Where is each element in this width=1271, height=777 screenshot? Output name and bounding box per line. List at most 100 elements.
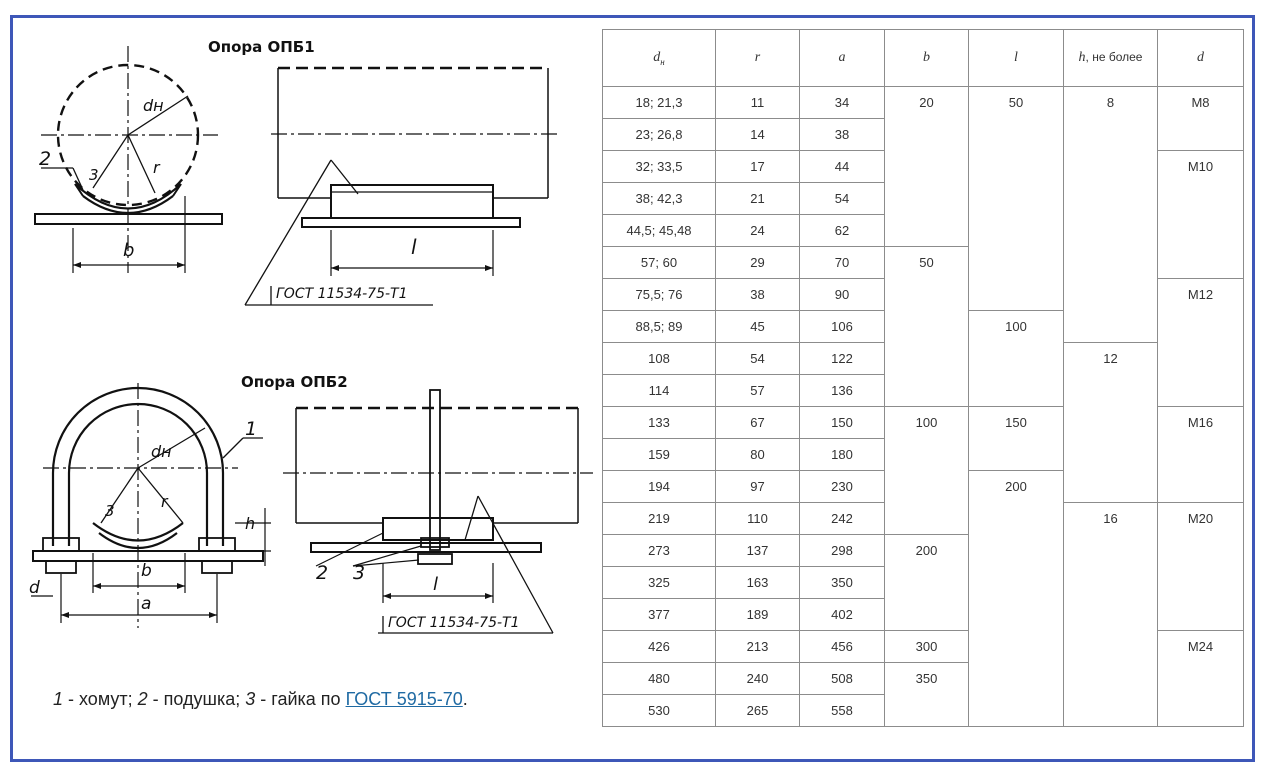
cell-r: 57 — [715, 374, 800, 407]
cell-d: М20 — [1157, 502, 1244, 631]
table-row: 219 110 242 16 М20 — [602, 502, 1244, 727]
cell-dn: 273 — [602, 534, 716, 567]
dimensions-table: dн r a b l h, не более d 18; 21,3 11 34 … — [602, 29, 1244, 727]
gost-5915-link[interactable]: ГОСТ 5915-70 — [345, 689, 463, 709]
technical-drawing: Опора ОПБ1 Опора ОПБ2 dн r 3 2 b l ГОСТ … — [13, 18, 613, 759]
cell-a: 122 — [799, 342, 885, 375]
opb2-title: Опора ОПБ2 — [241, 373, 348, 391]
opb2-one-label: 1 — [245, 418, 258, 440]
opb2-three-label: 3 — [105, 502, 115, 520]
opb1-l-label: l — [411, 235, 417, 259]
cell-a: 62 — [799, 214, 885, 247]
cell-l: 100 — [968, 310, 1064, 407]
caption-end: . — [462, 689, 468, 709]
table-row: 133 67 150 100 150 М16 — [602, 406, 1244, 535]
cell-d: М8 — [1157, 86, 1244, 151]
cell-b: 50 — [884, 246, 969, 407]
header-l: l — [968, 29, 1064, 87]
cell-a: 402 — [799, 598, 885, 631]
cell-r: 265 — [715, 694, 800, 727]
header-r: r — [715, 29, 800, 87]
cell-d: М24 — [1157, 630, 1244, 727]
cell-b: 200 — [884, 534, 969, 631]
cell-dn: 18; 21,3 — [602, 86, 716, 119]
legend-caption: 1 - хомут; 2 - подушка; 3 - гайка по ГОС… — [53, 689, 468, 710]
caption-num-2: 2 — [137, 689, 148, 709]
caption-text-1: - хомут; — [63, 689, 138, 709]
table-row: 426 213 456 300 М24 — [602, 630, 1244, 727]
cell-r: 54 — [715, 342, 800, 375]
cell-d: М16 — [1157, 406, 1244, 503]
cell-dn: 159 — [602, 438, 716, 471]
caption-text-3: - гайка по — [255, 689, 346, 709]
table-row: 480 240 508 350 — [602, 662, 1244, 727]
cell-dn: 325 — [602, 566, 716, 599]
cell-a: 180 — [799, 438, 885, 471]
opb2-ubolt-view — [31, 383, 271, 628]
cell-r: 110 — [715, 502, 800, 535]
cell-dn: 426 — [602, 630, 716, 663]
opb1-gost-label: ГОСТ 11534-75-Т1 — [276, 286, 408, 302]
cell-r: 213 — [715, 630, 800, 663]
header-h-note: , не более — [1085, 50, 1143, 64]
cell-dn: 133 — [602, 406, 716, 439]
cell-r: 189 — [715, 598, 800, 631]
cell-dn: 108 — [602, 342, 716, 375]
table-header-row: dн r a b l h, не более d — [602, 29, 1244, 87]
cell-a: 558 — [799, 694, 885, 727]
cell-a: 508 — [799, 662, 885, 695]
cell-a: 38 — [799, 118, 885, 151]
cell-dn: 88,5; 89 — [602, 310, 716, 343]
cell-a: 106 — [799, 310, 885, 343]
header-d: d — [1157, 29, 1244, 87]
cell-dn: 44,5; 45,48 — [602, 214, 716, 247]
cell-l: 200 — [968, 470, 1064, 727]
cell-r: 38 — [715, 278, 800, 311]
table-row: 88,5; 89 45 106 100 — [602, 310, 1244, 407]
cell-a: 298 — [799, 534, 885, 567]
cell-a: 136 — [799, 374, 885, 407]
table-row: 44,5; 45,48 24 62 — [602, 214, 1244, 247]
header-a: a — [799, 29, 885, 87]
header-h: h, не более — [1063, 29, 1158, 87]
cell-dn: 23; 26,8 — [602, 118, 716, 151]
cell-b: 100 — [884, 406, 969, 535]
cell-r: 24 — [715, 214, 800, 247]
table-row: 18; 21,3 11 34 20 50 8 М8 — [602, 86, 1244, 343]
cell-d: М10 — [1157, 150, 1244, 279]
cell-r: 21 — [715, 182, 800, 215]
cell-a: 34 — [799, 86, 885, 119]
table-row: 108 54 122 12 — [602, 342, 1244, 503]
caption-num-1: 1 — [53, 689, 64, 709]
opb1-title: Опора ОПБ1 — [208, 38, 315, 56]
opb1-two-label: 2 — [39, 148, 52, 170]
opb1-circle-view — [34, 46, 223, 273]
cell-dn: 38; 42,3 — [602, 182, 716, 215]
cell-dn: 219 — [602, 502, 716, 535]
caption-text-2: - подушка; — [147, 689, 246, 709]
cell-r: 67 — [715, 406, 800, 439]
cell-dn: 377 — [602, 598, 716, 631]
opb2-r-label: r — [161, 492, 168, 511]
opb2-three-side-label: 3 — [353, 562, 366, 584]
header-dn-sub: н — [660, 56, 665, 67]
header-b: b — [884, 29, 969, 87]
cell-dn: 75,5; 76 — [602, 278, 716, 311]
opb2-b-label: b — [141, 561, 152, 581]
table-row: 38; 42,3 21 54 — [602, 182, 1244, 215]
cell-d: М12 — [1157, 278, 1244, 407]
cell-r: 17 — [715, 150, 800, 183]
cell-l: 150 — [968, 406, 1064, 471]
cell-h: 12 — [1063, 342, 1158, 503]
opb2-a-label: a — [141, 594, 152, 614]
cell-a: 54 — [799, 182, 885, 215]
cell-b: 350 — [884, 662, 969, 727]
cell-dn: 114 — [602, 374, 716, 407]
opb2-h-label: h — [245, 514, 256, 533]
cell-a: 456 — [799, 630, 885, 663]
opb2-d-label: d — [29, 578, 40, 598]
opb2-l-label: l — [433, 574, 439, 595]
cell-a: 150 — [799, 406, 885, 439]
table-row: 159 80 180 — [602, 438, 1244, 471]
caption-num-3: 3 — [245, 689, 256, 709]
